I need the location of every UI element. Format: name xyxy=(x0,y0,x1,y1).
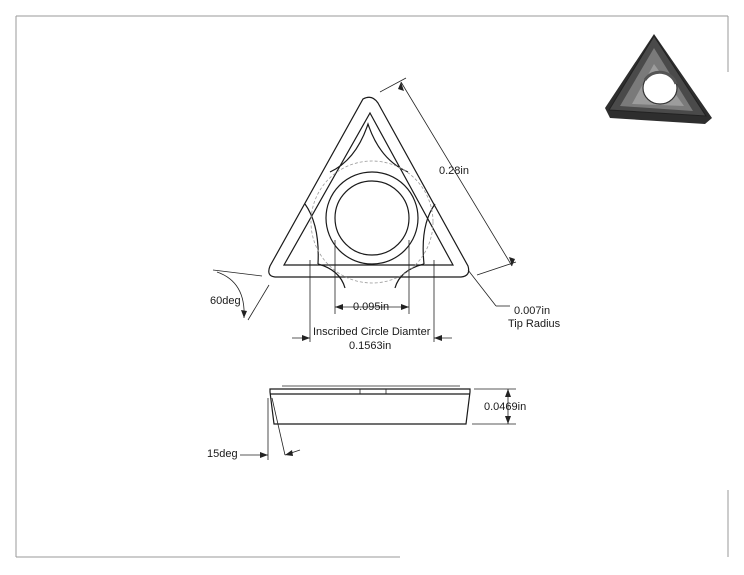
side-view-insert xyxy=(269,385,471,425)
top-lobe xyxy=(329,122,409,173)
sheet-frame xyxy=(15,15,729,558)
dim-clearance-angle: 15deg xyxy=(207,397,301,460)
side-outline xyxy=(269,388,471,425)
bottom-right-lobe xyxy=(394,263,425,289)
inscribed-circle-label: Inscribed Circle Diamter xyxy=(313,326,431,338)
thickness-label: 0.0469in xyxy=(484,401,526,413)
tip-radius-label: Tip Radius xyxy=(508,318,561,330)
left-lobe xyxy=(304,203,319,265)
tip-radius-value: 0.007in xyxy=(514,305,550,317)
bottom-left-lobe xyxy=(317,263,346,289)
dim-tip-radius: 0.007in Tip Radius xyxy=(467,269,561,330)
dim-side-length: 0.28in xyxy=(379,77,517,276)
insert-outline xyxy=(268,96,470,278)
hole-outer xyxy=(325,171,419,265)
hole-diameter-label: 0.095in xyxy=(353,301,389,313)
right-lobe xyxy=(422,203,436,265)
hole-inner xyxy=(334,180,410,256)
top-view-insert xyxy=(268,96,470,289)
clearance-angle-label: 15deg xyxy=(207,448,238,460)
inscribed-circle-value: 0.1563in xyxy=(349,340,391,352)
corner-angle-label: 60deg xyxy=(210,295,241,307)
isometric-view xyxy=(605,34,712,124)
dim-thickness: 0.0469in xyxy=(472,388,526,425)
side-length-label: 0.28in xyxy=(439,165,469,177)
dim-inscribed-circle: Inscribed Circle Diamter 0.1563in xyxy=(292,260,452,352)
insert-chipbreaker xyxy=(282,111,455,266)
dim-corner-angle: 60deg xyxy=(210,269,270,321)
dim-hole-diameter: 0.095in xyxy=(334,240,410,314)
inscribed-circle xyxy=(310,160,434,284)
